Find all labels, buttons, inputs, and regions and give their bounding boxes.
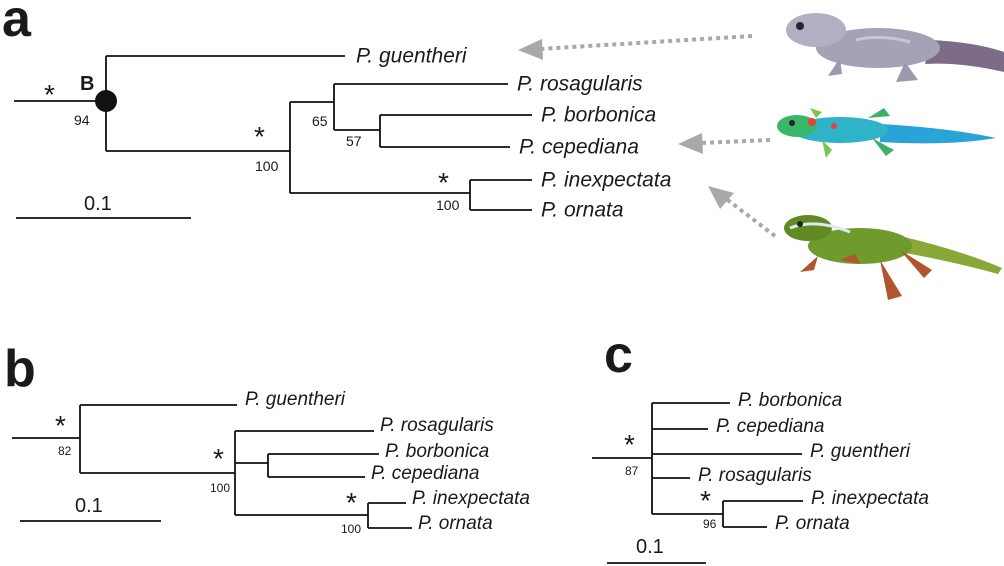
panel-a-taxon-cepediana: P. cepediana <box>519 136 639 159</box>
panel-b-letter: b <box>4 340 36 398</box>
panel-a-taxon-guentheri: P. guentheri <box>356 45 468 68</box>
panel-a-asterisk-pair: * <box>438 167 449 198</box>
panel-a-support-57: 57 <box>346 133 362 149</box>
green-striped-gecko-tail <box>900 236 1002 274</box>
panel-c-support-pair: 96 <box>703 517 717 531</box>
panel-a-taxon-borbonica: P. borbonica <box>541 104 656 127</box>
panel-b-support-clade: 100 <box>210 481 230 495</box>
panel-b-taxon-borbonica: P. borbonica <box>385 441 489 462</box>
green-striped-gecko-photo <box>784 215 1002 300</box>
panel-a-asterisk-root: * <box>44 79 55 110</box>
arrow-to-inexpectata <box>708 186 777 238</box>
panel-a-support-clade: 100 <box>255 158 279 174</box>
panel-b-taxon-ornata: P. ornata <box>418 513 493 534</box>
grey-gecko-tail <box>925 40 1004 72</box>
grey-gecko-photo <box>786 13 1004 82</box>
panel-c-taxon-ornata: P. ornata <box>775 513 850 534</box>
panel-b: b * 82 P. guentheri * 100 P. rosagularis… <box>4 340 530 536</box>
blue-green-gecko-tail <box>880 124 996 144</box>
panel-b-asterisk-pair: * <box>346 487 357 518</box>
panel-a-scale-label: 0.1 <box>84 193 112 215</box>
panel-a-support-root: 94 <box>74 112 90 128</box>
panel-a-node-b-marker <box>95 90 117 112</box>
panel-c-taxon-guentheri: P. guentheri <box>810 441 911 462</box>
panel-c: c * 87 P. borbonica P. cepediana P. guen… <box>592 326 929 564</box>
panel-b-asterisk-clade: * <box>213 443 224 474</box>
panel-a-asterisk-clade: * <box>254 121 265 152</box>
arrow-to-guentheri <box>518 34 753 60</box>
panel-c-taxon-rosagularis: P. rosagularis <box>698 465 812 486</box>
panel-c-support-root: 87 <box>625 464 639 478</box>
panel-b-taxon-guentheri: P. guentheri <box>245 389 346 410</box>
panel-a-support-pair: 100 <box>436 197 460 213</box>
panel-c-asterisk-pair: * <box>700 485 711 516</box>
panel-a-letter: a <box>2 0 32 48</box>
panel-c-taxon-cepediana: P. cepediana <box>716 416 824 437</box>
panel-c-asterisk-root: * <box>624 429 635 460</box>
panel-c-taxon-borbonica: P. borbonica <box>738 390 842 411</box>
panel-b-scale-label: 0.1 <box>75 495 103 517</box>
panel-a-node-letter: B <box>80 73 94 95</box>
panel-b-support-root: 82 <box>58 444 72 458</box>
panel-c-scale-label: 0.1 <box>636 536 664 558</box>
panel-a-support-65: 65 <box>312 113 328 129</box>
panel-b-taxon-cepediana: P. cepediana <box>371 463 479 484</box>
panel-b-asterisk-root: * <box>55 410 66 441</box>
panel-b-support-pair: 100 <box>341 522 361 536</box>
panel-a-taxon-inexpectata: P. inexpectata <box>541 169 671 192</box>
panel-b-taxon-inexpectata: P. inexpectata <box>412 488 530 509</box>
panel-a-taxon-rosagularis: P. rosagularis <box>517 73 643 96</box>
panel-b-taxon-rosagularis: P. rosagularis <box>380 415 494 436</box>
panel-c-taxon-inexpectata: P. inexpectata <box>811 488 929 509</box>
panel-a-taxon-ornata: P. ornata <box>541 199 624 222</box>
panel-c-letter: c <box>604 326 633 384</box>
arrow-to-cepediana <box>678 133 771 154</box>
panel-a: a B * 94 P. guentheri * 100 65 P. rosagu… <box>2 0 1004 300</box>
blue-green-gecko-photo <box>777 108 996 158</box>
